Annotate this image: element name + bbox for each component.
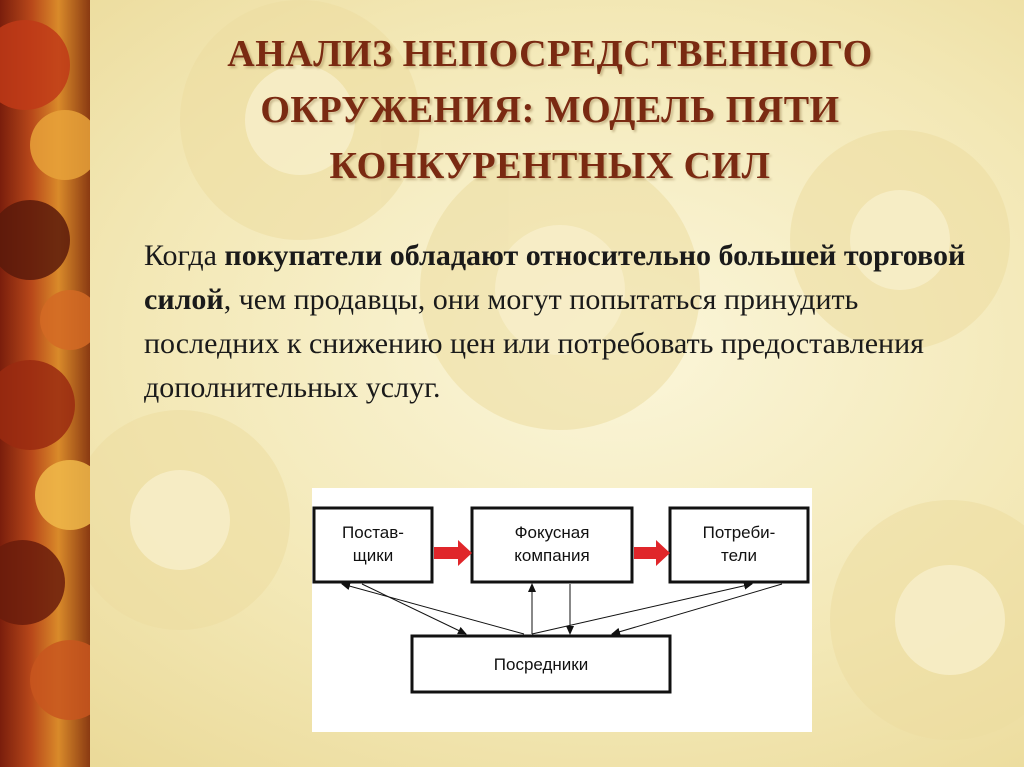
title-line-3: КОНКУРЕНТНЫХ СИЛ [329,145,771,187]
title-line-2: ОКРУЖЕНИЯ: МОДЕЛЬ ПЯТИ [260,89,840,131]
five-forces-diagram: Постав- щики Фокусная компания Потреби- … [312,488,812,732]
decorative-left-strip [0,0,90,767]
body-text-intro: Когда [144,239,225,272]
suppliers-label-2: щики [353,546,393,565]
suppliers-to-focus-arrow [434,540,472,566]
focus-company-label-2: компания [514,546,590,565]
intermediaries-label: Посредники [494,655,588,674]
body-paragraph: Когда покупатели обладают относительно б… [144,234,984,410]
focus-company-box [470,506,634,584]
intermediaries-to-suppliers-arrow [341,582,525,635]
focus-company-label-1: Фокусная [515,523,590,542]
intermediaries-to-consumers-arrow [531,581,753,635]
focus-to-consumers-arrow [634,540,670,566]
consumers-label-1: Потреби- [703,523,776,542]
consumers-box [668,506,810,584]
suppliers-to-intermediaries-arrow [361,583,467,635]
intermediaries-box [410,634,672,694]
suppliers-box [312,506,434,584]
body-text-rest: , чем продавцы, они могут попытаться при… [144,283,924,404]
suppliers-label-1: Постав- [342,523,404,542]
consumers-to-intermediaries-arrow [611,583,783,636]
slide-title: АНАЛИЗ НЕПОСРЕДСТВЕННОГО ОКРУЖЕНИЯ: МОДЕ… [110,26,990,194]
body-text-emphasis: покупатели обладают относительно большей… [144,239,966,316]
consumers-label-2: тели [721,546,757,565]
title-line-1: АНАЛИЗ НЕПОСРЕДСТВЕННОГО [227,33,873,75]
